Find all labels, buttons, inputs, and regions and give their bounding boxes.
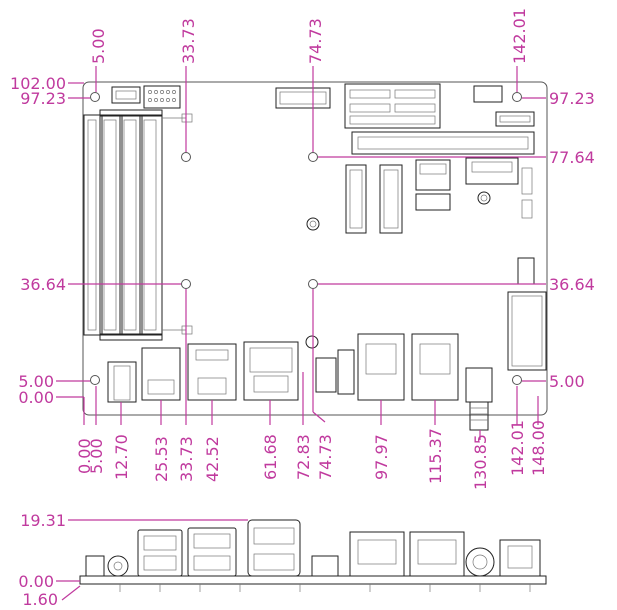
right-labels: 97.23 77.64 36.64 5.00: [549, 89, 595, 391]
top-labels: 5.00 33.73 74.73 142.01: [89, 8, 529, 64]
dim-bottom-12-70: 12.70: [112, 434, 131, 480]
dim-side-19-31: 19.31: [20, 511, 66, 530]
dim-right-5-00: 5.00: [549, 372, 585, 391]
dim-bottom-33-73: 33.73: [177, 436, 196, 482]
hole-bottom-left: [90, 375, 100, 385]
sata-port: [337, 349, 355, 395]
dim-top-142-01: 142.01: [510, 8, 529, 64]
m2-slot: [275, 87, 331, 109]
sim-slot: [415, 159, 451, 191]
board-top-view: [82, 81, 548, 431]
dim-bottom-148-00: 148.00: [529, 420, 548, 476]
dim-left-0-00: 0.00: [18, 388, 54, 407]
hdmi-dp-side: [247, 519, 301, 577]
dc-jack: [107, 361, 137, 403]
vertical-connector-a: [345, 164, 367, 234]
dim-bottom-5-00: 5.00: [87, 438, 106, 474]
antenna-connector: [465, 367, 493, 403]
side-view-labels: 19.31 0.00 1.60: [18, 511, 66, 609]
power-connector: [507, 291, 547, 371]
pcb-edge: [79, 575, 547, 585]
dim-top-5-00: 5.00: [89, 28, 108, 64]
mounting-holes: [90, 92, 522, 385]
audio-header: [315, 357, 337, 393]
dim-bottom-0-00: 0.00: [75, 438, 94, 474]
fan-header: [111, 86, 141, 104]
dim-top-74-73: 74.73: [306, 18, 325, 64]
battery-header: [473, 85, 503, 103]
dim-right-97-23: 97.23: [549, 89, 595, 108]
dim-bottom-142-01: 142.01: [508, 420, 527, 476]
hole-top-left: [90, 92, 100, 102]
dim-side-1-60: 1.60: [22, 590, 58, 609]
dc-jack-side: [107, 555, 129, 577]
bottom-labels: 0.00 5.00 12.70 25.53 33.73 42.52 61.68 …: [75, 420, 548, 490]
sd-slot: [465, 157, 519, 185]
dim-right-77-64: 77.64: [549, 148, 595, 167]
usb-stack-1-side: [137, 529, 183, 577]
dim-bottom-130-85: 130.85: [471, 434, 490, 490]
dim-bottom-97-97: 97.97: [372, 434, 391, 480]
dim-bottom-115-37: 115.37: [426, 428, 445, 484]
dim-bottom-72-83: 72.83: [294, 434, 313, 480]
vertical-connector-b: [379, 164, 403, 234]
hdmi-dp-stack: [243, 341, 299, 401]
hole-bottom-right: [512, 375, 522, 385]
left-labels: 102.00 97.23 36.64 5.00 0.00: [10, 74, 66, 407]
dimension-leaders: [56, 66, 546, 440]
antenna-side: [465, 547, 495, 577]
dim-bottom-25-53: 25.53: [152, 436, 171, 482]
lan-port-1-side: [349, 531, 405, 577]
dim-bottom-42-52: 42.52: [203, 436, 222, 482]
dim-bottom-74-73: 74.73: [316, 434, 335, 480]
usb-stack-2: [187, 343, 237, 401]
io-connectors-top-view: [107, 333, 493, 431]
dim-top-33-73: 33.73: [179, 18, 198, 64]
board-side-view: [79, 519, 547, 592]
front-panel-header: [143, 85, 181, 109]
dim-side-0-00: 0.00: [18, 572, 54, 591]
dim-right-36-64: 36.64: [549, 275, 595, 294]
edp-connector: [351, 131, 535, 155]
gpio-header: [344, 83, 441, 129]
lan-port-2-side: [409, 531, 465, 577]
hole-top-right: [512, 92, 522, 102]
usb-stack-2-side: [187, 527, 237, 577]
dim-bottom-61-68: 61.68: [261, 434, 280, 480]
dim-left-97-23: 97.23: [20, 89, 66, 108]
sodimm-slots: [83, 109, 193, 341]
side-view-leaders: [56, 519, 248, 601]
dim-left-36-64: 36.64: [20, 275, 66, 294]
dim-left-102-00: 102.00: [10, 74, 66, 93]
dim-left-5-00: 5.00: [18, 372, 54, 391]
